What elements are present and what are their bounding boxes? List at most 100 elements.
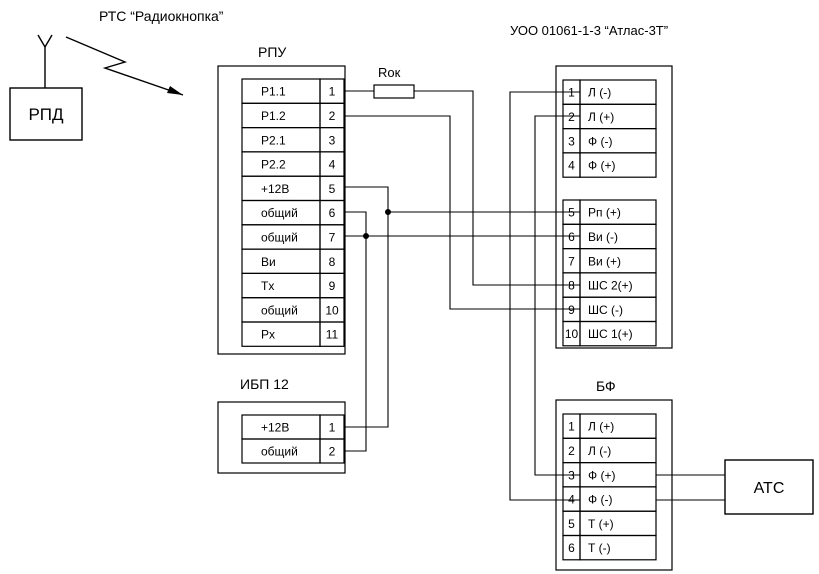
rpu-terminal-name: P2.1 bbox=[261, 133, 286, 147]
rpu-terminal-name: P1.1 bbox=[261, 85, 286, 99]
ibp-terminal-block: +12В 1 общий 2 bbox=[241, 414, 345, 464]
uoo-terminal-number: 5 bbox=[568, 206, 575, 220]
rpu-outer-box bbox=[217, 65, 346, 355]
radio-link-icon bbox=[65, 36, 184, 96]
bf-terminal-row: 1 Л (+) bbox=[562, 413, 657, 439]
uoo-terminal-name: Л (-) bbox=[588, 86, 611, 100]
rpu-terminal-name: общий bbox=[261, 303, 298, 317]
rpu-terminal-number: 10 bbox=[325, 303, 339, 317]
bf-terminal-name: Т (+) bbox=[588, 517, 614, 531]
rpu-terminal-number: 3 bbox=[329, 133, 336, 147]
bf-terminal-row: 2 Л (-) bbox=[562, 437, 657, 464]
transmitter bbox=[9, 34, 184, 141]
wires bbox=[345, 90, 725, 501]
radio-link-arrowhead bbox=[167, 86, 183, 95]
uoo-name-cell bbox=[579, 320, 657, 347]
uoo-terminal-number: 6 bbox=[568, 230, 575, 244]
wire-l-plus-phi-plus bbox=[534, 115, 580, 476]
rpu-terminal-number: 9 bbox=[329, 279, 336, 293]
rpu-terminal-number: 5 bbox=[329, 182, 336, 196]
rpu-terminal-row: P1.1 1 bbox=[241, 78, 345, 104]
junction-dot bbox=[363, 233, 369, 239]
wire-resistor-shs2 bbox=[414, 90, 580, 286]
system-title: РТС “Радиокнопка” bbox=[99, 8, 224, 24]
ibp-terminal-row: +12В 1 bbox=[241, 414, 345, 440]
ibp-terminal-name: общий bbox=[261, 445, 298, 459]
ibp-terminal-name: +12В bbox=[261, 421, 289, 435]
rpu-terminal-row: P2.1 3 bbox=[241, 126, 345, 153]
ibp-terminal-row: общий 2 bbox=[241, 438, 345, 464]
uoo-terminal-name: Ви (-) bbox=[588, 230, 618, 244]
rpu-terminal-row: P1.2 2 bbox=[241, 102, 345, 129]
uoo-terminal-name: ШС (-) bbox=[588, 303, 623, 317]
rpu-terminal-row: общий 10 bbox=[241, 297, 345, 323]
uoo-terminal-number: 7 bbox=[568, 254, 575, 268]
uoo-terminal-number: 2 bbox=[568, 110, 575, 124]
junction-dot bbox=[385, 209, 391, 215]
uoo-terminal-number: 9 bbox=[568, 303, 575, 317]
rpu-terminal-number: 6 bbox=[329, 206, 336, 220]
uoo-terminal-number: 3 bbox=[568, 134, 575, 148]
uoo-terminal-number: 1 bbox=[568, 86, 575, 100]
bf-terminal-name: Л (+) bbox=[588, 420, 614, 434]
rpu-terminal-name: P2.2 bbox=[261, 158, 286, 172]
uoo-terminal-row: 4 Ф (+) bbox=[562, 152, 657, 178]
rpu-terminal-name: P1.2 bbox=[261, 109, 286, 123]
bf-outer-box bbox=[555, 399, 673, 571]
ibp-terminal-number: 2 bbox=[329, 445, 336, 459]
rpu-terminal-number: 1 bbox=[329, 85, 336, 99]
uoo-terminal-row: 3 Ф (-) bbox=[562, 128, 657, 154]
transmitter-box bbox=[9, 87, 83, 141]
uoo-terminal-group-1: 1 Л (-) 2 Л (+) 3 Ф (-) 4 Ф (+) bbox=[562, 79, 657, 178]
rpu-terminal-name: Tx bbox=[261, 279, 274, 293]
uoo-terminal-number: 4 bbox=[568, 159, 575, 173]
rpu-name-cell bbox=[241, 272, 321, 299]
bf-terminal-number: 2 bbox=[568, 444, 575, 458]
bf-terminal-name: Т (-) bbox=[588, 541, 611, 555]
bf-terminal-number: 6 bbox=[568, 541, 575, 555]
uoo-terminal-name: ШС 1(+) bbox=[588, 327, 633, 341]
wire-l-minus-phi-minus bbox=[509, 91, 580, 501]
uoo-terminal-name: ШС 2(+) bbox=[588, 279, 633, 293]
rpu-terminal-number: 11 bbox=[326, 328, 339, 342]
rpu-title: РПУ bbox=[258, 44, 286, 60]
rpu-terminal-row: P2.2 4 bbox=[241, 151, 345, 177]
uoo-terminal-name: Рп (+) bbox=[588, 206, 621, 220]
ibp-terminal-number: 1 bbox=[329, 421, 336, 435]
uoo-terminal-name: Л (+) bbox=[588, 110, 614, 124]
antenna-right-arm bbox=[44, 34, 53, 48]
uoo-terminal-name: Ви (+) bbox=[588, 254, 621, 268]
transmitter-label: РПД bbox=[28, 105, 64, 124]
ibp-number-cell bbox=[319, 438, 345, 464]
rpu-terminal-number: 4 bbox=[329, 158, 336, 172]
resistor-body bbox=[373, 84, 415, 99]
uoo-terminal-row: 7 Ви (+) bbox=[562, 248, 657, 274]
rpu-number-cell bbox=[319, 321, 345, 347]
bf-name-cell bbox=[579, 534, 657, 561]
rpu-terminal-name: Ви bbox=[261, 255, 276, 269]
antenna-left-arm bbox=[37, 34, 46, 48]
uoo-terminal-name: Ф (-) bbox=[588, 134, 612, 148]
ibp-title: ИБП 12 bbox=[240, 376, 289, 392]
uoo-terminal-name: Ф (+) bbox=[588, 159, 615, 173]
bf-terminal-row: 6 Т (-) bbox=[562, 534, 657, 561]
rpu-terminal-number: 2 bbox=[329, 109, 336, 123]
bf-terminal-name: Ф (-) bbox=[588, 493, 612, 507]
panel-title: УОО 01061-1-3 “Атлас-3Т” bbox=[510, 23, 668, 38]
bf-terminal-name: Л (-) bbox=[588, 444, 611, 458]
bf-terminal-number: 1 bbox=[568, 420, 575, 434]
uoo-name-cell bbox=[579, 152, 657, 178]
